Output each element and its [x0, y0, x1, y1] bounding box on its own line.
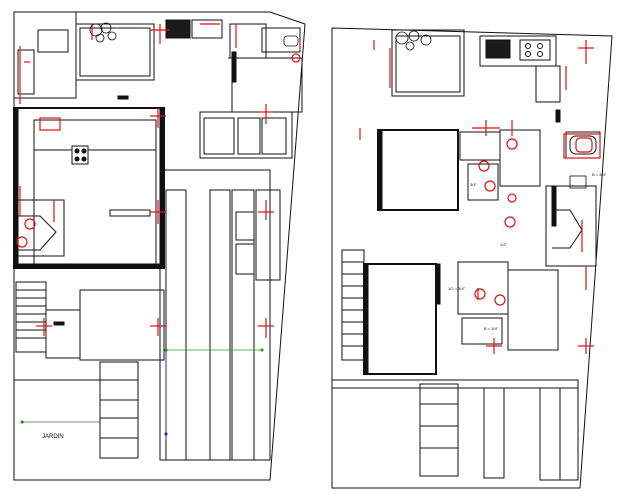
toilet-icon-right [506, 138, 518, 150]
stair-top-dark-right [485, 39, 511, 59]
stair-icon [15, 281, 47, 353]
stair-top-dark [165, 19, 191, 39]
lot-boundary-right [331, 27, 613, 489]
upper-floor-plan [331, 27, 613, 489]
plant-icon-right [395, 30, 432, 51]
pipe-label-c: B = 3/4" [592, 172, 607, 177]
shower-icon [569, 175, 587, 189]
lot-boundary-left [13, 11, 306, 481]
garden-label: JARDIN [42, 434, 64, 440]
pipe-label-a: 3/4" [470, 182, 478, 187]
ground-floor-plan [13, 11, 306, 481]
stair-icon-right [341, 249, 365, 361]
stove-icon [71, 145, 89, 165]
living-room [13, 107, 165, 269]
pipe-label-e: B = 3/4" [484, 326, 499, 331]
toilet-icon [24, 218, 36, 230]
plumbing-markers-right [359, 40, 601, 354]
top-patio [75, 23, 155, 81]
plant-icon [89, 22, 117, 43]
plumbing-markers-left [16, 23, 301, 338]
sink-icon [283, 35, 299, 47]
pipe-label-d: 1/2 = 3/4" [448, 286, 466, 291]
pipe-label-b: 1/2" [500, 242, 508, 247]
